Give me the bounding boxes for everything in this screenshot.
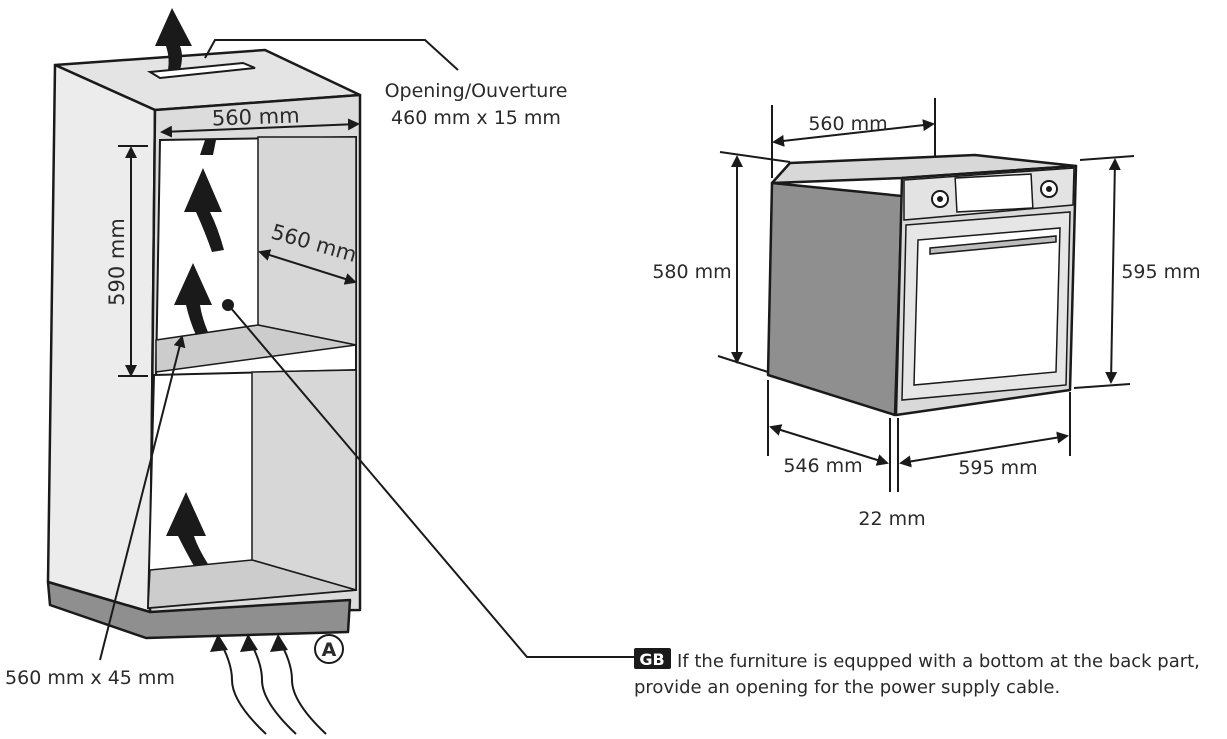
marker-a-circle bbox=[314, 634, 344, 664]
upper-niche-floor bbox=[155, 324, 357, 373]
oven-drawing bbox=[766, 153, 1078, 417]
oven-dimensions: 560 mm 580 mm 595 mm 546 mm 595 mm 22 mm bbox=[652, 98, 1201, 530]
label-opening-line2: 460 mm x 15 mm bbox=[391, 107, 561, 129]
label-oven-front-thickness: 22 mm bbox=[858, 508, 925, 530]
leader-cable-hole bbox=[229, 306, 634, 658]
gb-badge bbox=[634, 648, 671, 669]
dim-line-oven-front-width bbox=[899, 431, 1069, 468]
ext-oven-height-top bbox=[719, 151, 791, 163]
dim-line-oven-width bbox=[772, 119, 935, 147]
leader-opening bbox=[204, 39, 459, 71]
label-bottom-opening: 560 mm x 45 mm bbox=[5, 667, 175, 689]
airflow-arrow-upper-2 bbox=[174, 263, 212, 335]
cabinet-dimensions: 560 mm 560 mm 590 mm bbox=[105, 103, 360, 377]
label-oven-width: 560 mm bbox=[808, 113, 887, 135]
dim-line-width-top bbox=[160, 118, 360, 138]
oven-handle bbox=[929, 235, 1057, 255]
ext-oven-height-bottom bbox=[717, 355, 769, 373]
oven-body bbox=[766, 181, 904, 417]
dim-line-depth bbox=[258, 249, 357, 285]
label-oven-front-height: 595 mm bbox=[1121, 261, 1200, 283]
cabinet-drawing bbox=[46, 48, 362, 640]
cabinet-side-panel bbox=[46, 63, 157, 614]
ext-oven-front-top bbox=[1079, 155, 1135, 161]
leader-bottom-opening bbox=[99, 335, 186, 661]
label-opening-line1: Opening/Ouverture bbox=[385, 80, 568, 102]
dim-line-oven-front-height bbox=[1105, 158, 1121, 384]
cabinet-plinth bbox=[46, 580, 352, 640]
gb-badge-text: GB bbox=[639, 650, 664, 669]
cabinet-top-opening bbox=[146, 61, 256, 80]
oven-top bbox=[770, 153, 1078, 185]
gb-note: GB If the furniture is equpped with a bo… bbox=[634, 648, 1200, 698]
lower-niche-back bbox=[251, 369, 357, 591]
airflow-arrow-top-gap bbox=[200, 140, 216, 155]
label-oven-front-width: 595 mm bbox=[958, 457, 1037, 479]
oven-display bbox=[954, 173, 1034, 213]
note-line-1: If the furniture is equpped with a botto… bbox=[677, 651, 1200, 672]
airflow-arrow-top bbox=[155, 8, 192, 70]
airflow-arrow-upper-1 bbox=[184, 168, 224, 252]
label-oven-depth: 546 mm bbox=[783, 455, 862, 477]
label-oven-body-height: 580 mm bbox=[652, 261, 731, 283]
lower-niche-floor bbox=[147, 559, 357, 609]
oven-knob-right-center bbox=[1046, 186, 1052, 192]
note-line-2: provide an opening for the power supply … bbox=[634, 677, 1060, 698]
ext-oven-front-bottom bbox=[1073, 383, 1131, 389]
label-cabinet-height: 590 mm bbox=[105, 218, 129, 306]
bottom-airflow bbox=[210, 634, 327, 735]
airflow-arrows bbox=[155, 8, 224, 566]
airflow-arrow-lower bbox=[166, 492, 208, 566]
label-cabinet-width: 560 mm bbox=[212, 103, 300, 130]
dim-line-oven-depth bbox=[769, 424, 889, 466]
oven-knob-left-center bbox=[937, 196, 943, 202]
marker-a-letter: A bbox=[322, 639, 337, 661]
oven-window bbox=[913, 227, 1061, 386]
